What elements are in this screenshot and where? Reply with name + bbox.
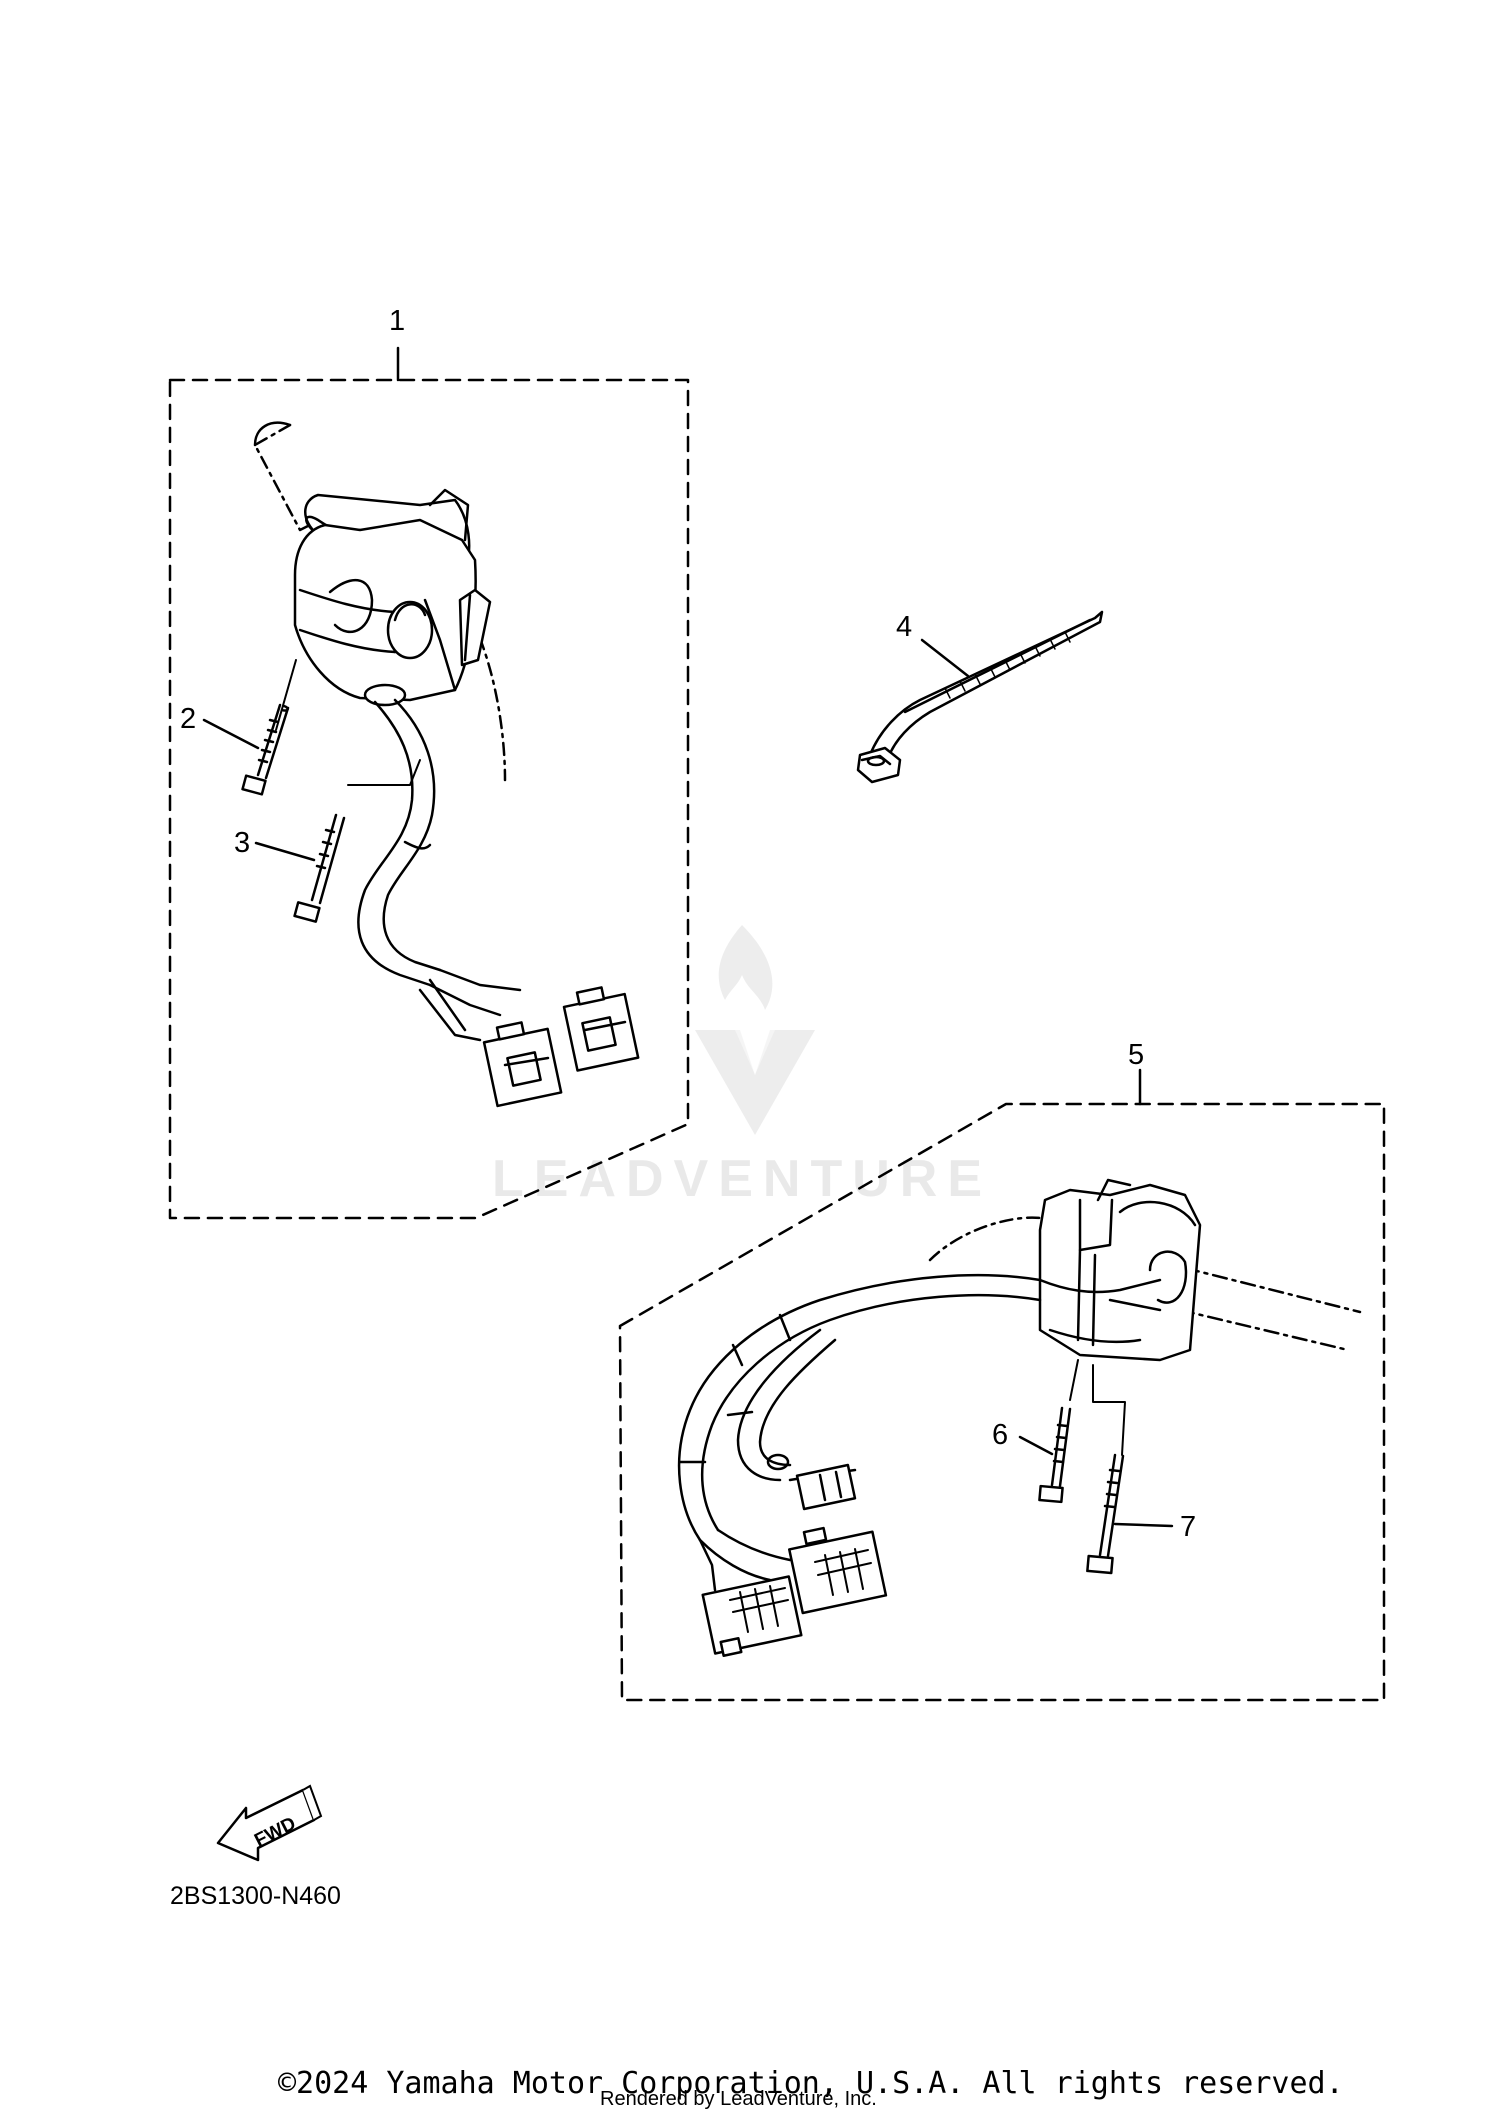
group-5-boundary [618,1102,1386,1702]
cable-tie-4 [856,610,1104,784]
group-1-boundary [168,378,690,1220]
right-switch-cable [677,1273,1042,1592]
screw-6 [1038,1406,1072,1504]
leadventure-flame-logo [695,925,815,1135]
left-connector-pair [418,968,640,1108]
group-1-switch-assembly [168,346,690,1220]
callout-labels: 1 2 3 4 5 6 7 [180,305,1196,1543]
fwd-arrow-icon: FWD [216,1784,323,1862]
screw-7 [1086,1453,1125,1575]
callout-1: 1 [389,305,405,337]
callout-6: 6 [992,1419,1008,1451]
right-switch-housing [1038,1178,1202,1362]
callout-6-leader [1018,1435,1054,1456]
group-5-switch-assembly [618,1068,1386,1702]
callout-7: 7 [1180,1511,1196,1543]
diagram-code: 2BS1300-N460 [170,1882,341,1910]
right-connector-pair [701,1526,888,1657]
callout-7-leader [1113,1522,1174,1528]
rendered-by-notice: Rendered by LeadVenture, Inc. [600,2088,877,2110]
left-switch-cable [357,683,442,987]
callout-2-leader [202,718,260,750]
watermark: LEADVENTURE [492,925,992,1208]
screw-3 [293,813,346,923]
callout-4: 4 [896,611,912,643]
watermark-brand: LEADVENTURE [492,1150,992,1208]
left-switch-housing [293,488,492,702]
callout-3-leader [254,841,316,862]
copyright-notice: ©2024 Yamaha Motor Corporation, U.S.A. A… [278,2066,1344,2101]
callout-4-leader [920,638,970,678]
callout-5: 5 [1128,1039,1144,1071]
screw-2 [241,703,290,796]
callout-3: 3 [234,827,250,859]
callout-2: 2 [180,703,196,735]
